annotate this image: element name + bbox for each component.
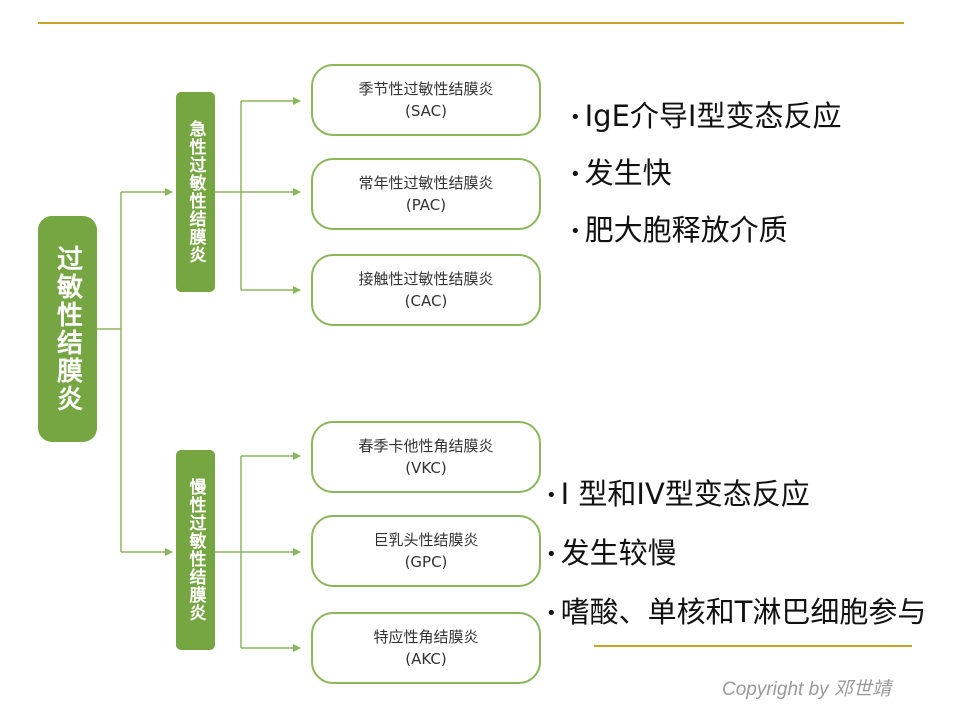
group-label-acute: 急性过敏性结膜炎 — [185, 120, 206, 264]
connector-root-trunk — [97, 192, 122, 552]
feature-item: •嗜酸、单核和T淋巴细胞参与 — [546, 590, 926, 649]
type-name: 特应性角结膜炎 — [373, 628, 479, 646]
type-node-sac: 季节性过敏性结膜炎 (SAC) — [311, 64, 541, 136]
feature-text: 发生快 — [584, 156, 672, 190]
feature-text: 发生较慢 — [560, 536, 677, 570]
type-name: 巨乳头性结膜炎 — [373, 531, 479, 549]
type-abbr: (SAC) — [405, 102, 447, 120]
feature-item: •发生较慢 — [546, 531, 926, 590]
group-node-chronic: 慢性过敏性结膜炎 — [176, 450, 215, 650]
feature-text: IgE介导I型变态反应 — [584, 99, 842, 133]
type-abbr: (AKC) — [405, 650, 447, 668]
type-node-pac: 常年性过敏性结膜炎 (PAC) — [311, 158, 541, 230]
feature-text: I 型和IV型变态反应 — [560, 477, 810, 511]
connector-acute-trunk — [215, 101, 242, 290]
type-name: 季节性过敏性结膜炎 — [358, 80, 494, 98]
feature-item: •IgE介导I型变态反应 — [570, 94, 841, 151]
feature-text: 肥大胞释放介质 — [584, 213, 788, 247]
copyright-text: Copyright by 邓世靖 — [722, 679, 891, 700]
top-divider — [38, 22, 904, 24]
type-node-gpc: 巨乳头性结膜炎 (GPC) — [311, 515, 541, 587]
bullet-icon: • — [570, 164, 581, 185]
root-node: 过敏性结膜炎 — [38, 216, 97, 442]
bullet-icon: • — [546, 485, 557, 506]
type-abbr: (VKC) — [405, 459, 447, 477]
type-abbr: (GPC) — [404, 553, 448, 571]
chronic-feature-list: •I 型和IV型变态反应 •发生较慢 •嗜酸、单核和T淋巴细胞参与 — [546, 472, 926, 649]
type-abbr: (CAC) — [404, 292, 448, 310]
group-label-chronic: 慢性过敏性结膜炎 — [185, 478, 206, 622]
type-node-vkc: 春季卡他性角结膜炎 (VKC) — [311, 421, 541, 493]
group-node-acute: 急性过敏性结膜炎 — [176, 92, 215, 292]
feature-item: •发生快 — [570, 151, 841, 208]
connector-chronic-trunk — [215, 456, 242, 648]
feature-item: •I 型和IV型变态反应 — [546, 472, 926, 531]
bottom-divider — [594, 645, 912, 647]
type-name: 常年性过敏性结膜炎 — [358, 174, 494, 192]
root-label: 过敏性结膜炎 — [52, 245, 83, 413]
type-name: 春季卡他性角结膜炎 — [358, 437, 494, 455]
type-abbr: (PAC) — [405, 196, 447, 214]
acute-feature-list: •IgE介导I型变态反应 •发生快 •肥大胞释放介质 — [570, 94, 841, 265]
bullet-icon: • — [570, 107, 581, 128]
feature-text: 嗜酸、单核和T淋巴细胞参与 — [560, 595, 927, 629]
feature-item: •肥大胞释放介质 — [570, 208, 841, 265]
bullet-icon: • — [546, 544, 557, 565]
type-node-cac: 接触性过敏性结膜炎 (CAC) — [311, 254, 541, 326]
bullet-icon: • — [570, 221, 581, 242]
bullet-icon: • — [546, 603, 557, 624]
type-node-akc: 特应性角结膜炎 (AKC) — [311, 612, 541, 684]
type-name: 接触性过敏性结膜炎 — [358, 270, 494, 288]
